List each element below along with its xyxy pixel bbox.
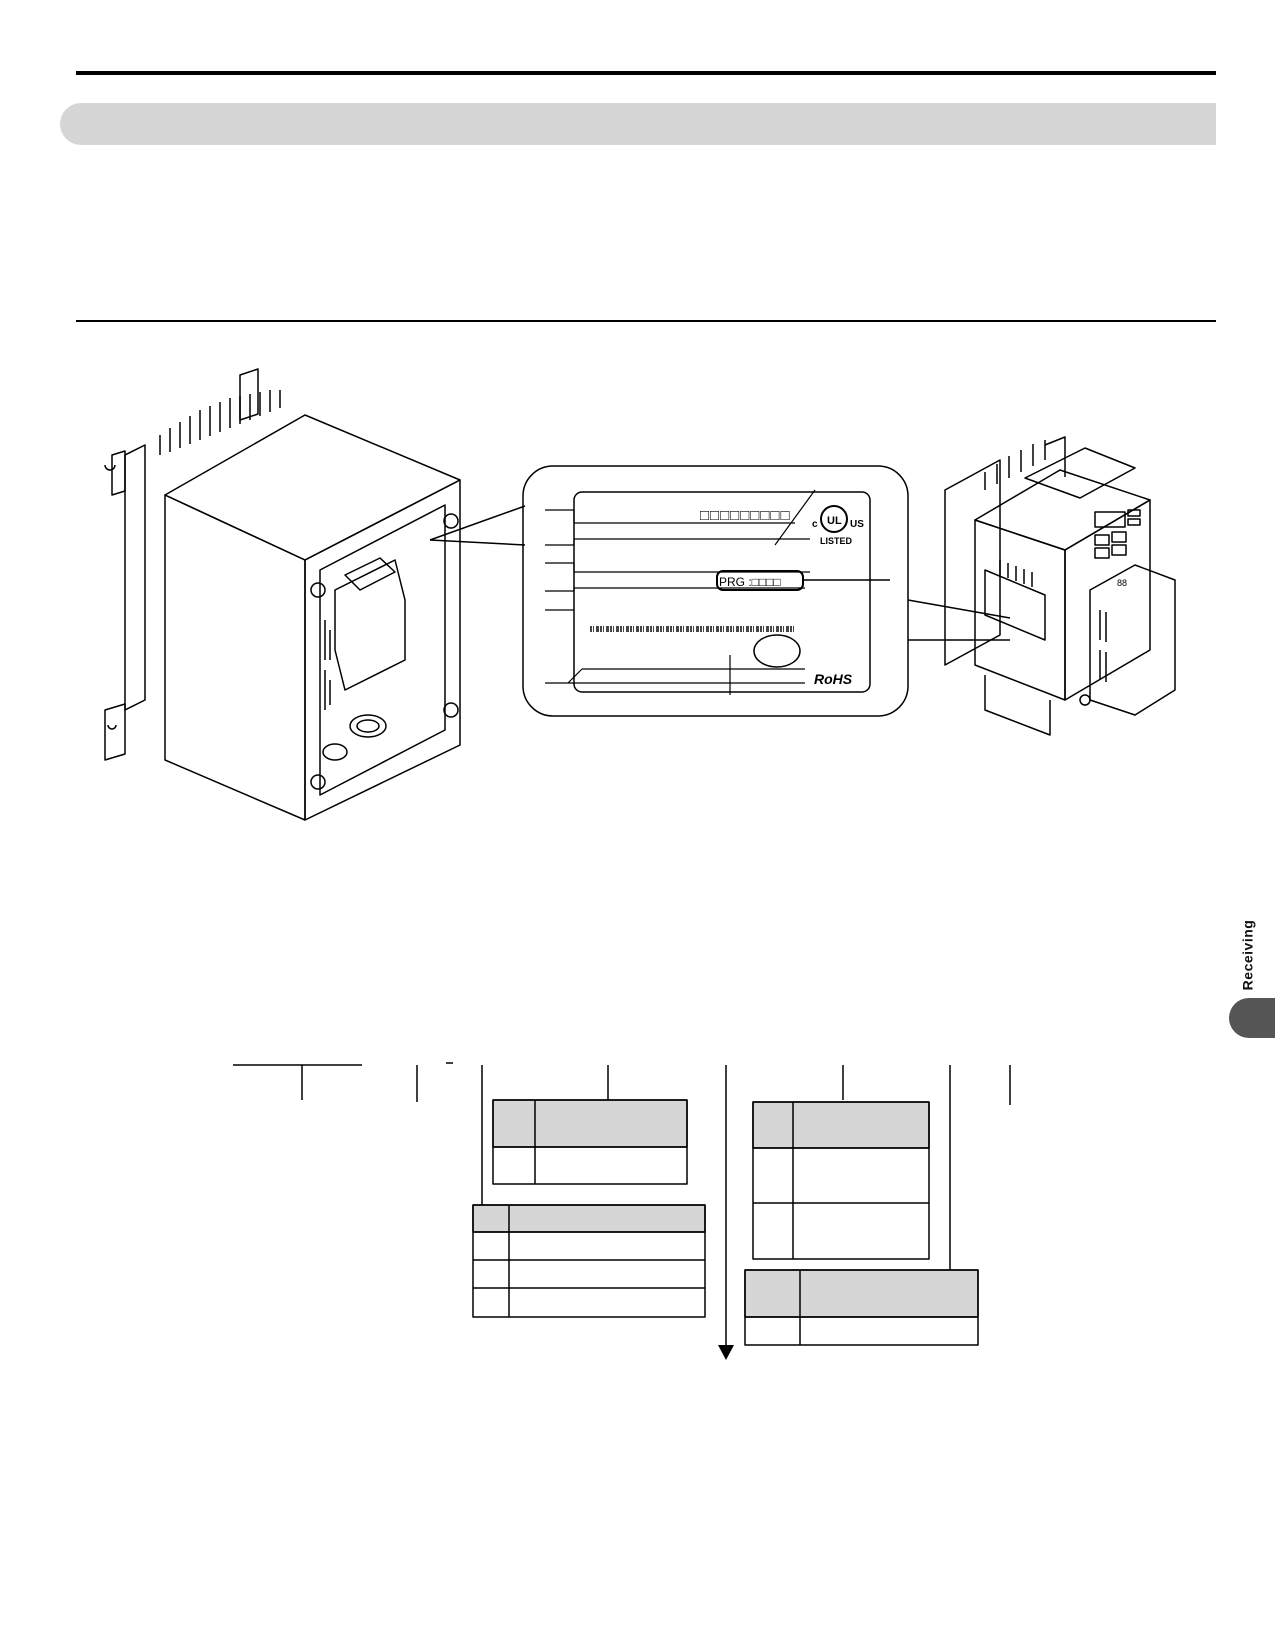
code-table-a	[492, 1099, 688, 1185]
model-number-breakdown	[233, 1062, 1011, 1345]
keypad-key-4	[1111, 544, 1127, 556]
code-table-d	[744, 1269, 979, 1346]
drive-side-face	[974, 519, 1066, 701]
section-heading-band	[60, 103, 1216, 145]
bolt-top-right	[443, 513, 459, 529]
keypad-key-2	[1111, 531, 1127, 543]
bolt-bottom-right	[443, 702, 459, 718]
code-table-b	[752, 1101, 930, 1260]
enclosure-drawing	[104, 368, 461, 821]
ul-mark: UL	[827, 515, 842, 527]
terminal-cover	[1089, 564, 1176, 716]
drive-mount-plate	[944, 459, 1001, 666]
ul-us-mark: US	[850, 519, 864, 530]
drive-inside-top	[344, 557, 396, 591]
enclosure-front-face	[304, 479, 461, 821]
mounting-plate	[124, 444, 146, 711]
drive-side-label-area	[984, 569, 1046, 641]
nameplate-callout-frame	[522, 465, 909, 717]
subsection-rule	[76, 320, 1216, 322]
drive-drawing	[944, 436, 1176, 736]
serial-number-boxes: □□□□□□□□□	[700, 507, 791, 524]
ul-listed-icon	[820, 505, 848, 533]
enclosure-opening	[319, 504, 446, 796]
rohs-mark: RoHS	[814, 671, 853, 687]
heatsink-fins	[159, 390, 281, 455]
drive-screw	[1079, 694, 1091, 706]
enclosure-side-face	[164, 494, 306, 821]
conduit-hole-1	[349, 714, 387, 738]
ul-listed-text: LISTED	[820, 536, 853, 546]
terminal-slots	[1099, 610, 1107, 682]
drive-top-face	[974, 469, 1151, 551]
header-rule	[76, 71, 1216, 75]
mounting-ear-top	[104, 450, 126, 496]
enclosure-top-face	[164, 414, 461, 561]
conduit-hole-2	[322, 743, 348, 761]
chapter-tab-marker[interactable]	[1229, 998, 1275, 1038]
leader-line-left-bottom	[429, 539, 526, 546]
drive-terminal-digits: 88	[1117, 578, 1127, 588]
drive-front-face	[1064, 499, 1151, 701]
bolt-top-left	[310, 582, 326, 598]
code-table-c	[472, 1204, 706, 1318]
mounting-ear-rear	[239, 368, 259, 421]
leader-line-right-top	[907, 599, 1011, 619]
keypad-key-3	[1094, 547, 1110, 559]
drive-display	[1094, 511, 1126, 528]
inspection-seal	[753, 634, 801, 668]
drive-mount-ear	[1044, 436, 1066, 477]
keypad-key-1	[1094, 534, 1110, 546]
drive-heatsink-fins	[984, 440, 1046, 490]
drive-inside	[334, 559, 406, 691]
drive-bottom	[984, 675, 1051, 736]
ul-c-mark: c	[812, 519, 818, 530]
drive-inside-vents	[324, 620, 331, 710]
drive-vents	[999, 560, 1033, 587]
nameplate	[573, 491, 871, 693]
bolt-bottom-left	[310, 774, 326, 790]
down-arrow-icon	[718, 1345, 734, 1360]
mounting-ear-bottom	[104, 703, 126, 761]
prg-label: PRG :□□□□	[719, 575, 781, 589]
leader-line-left-top	[429, 505, 526, 541]
drive-top-cover	[1024, 447, 1136, 499]
